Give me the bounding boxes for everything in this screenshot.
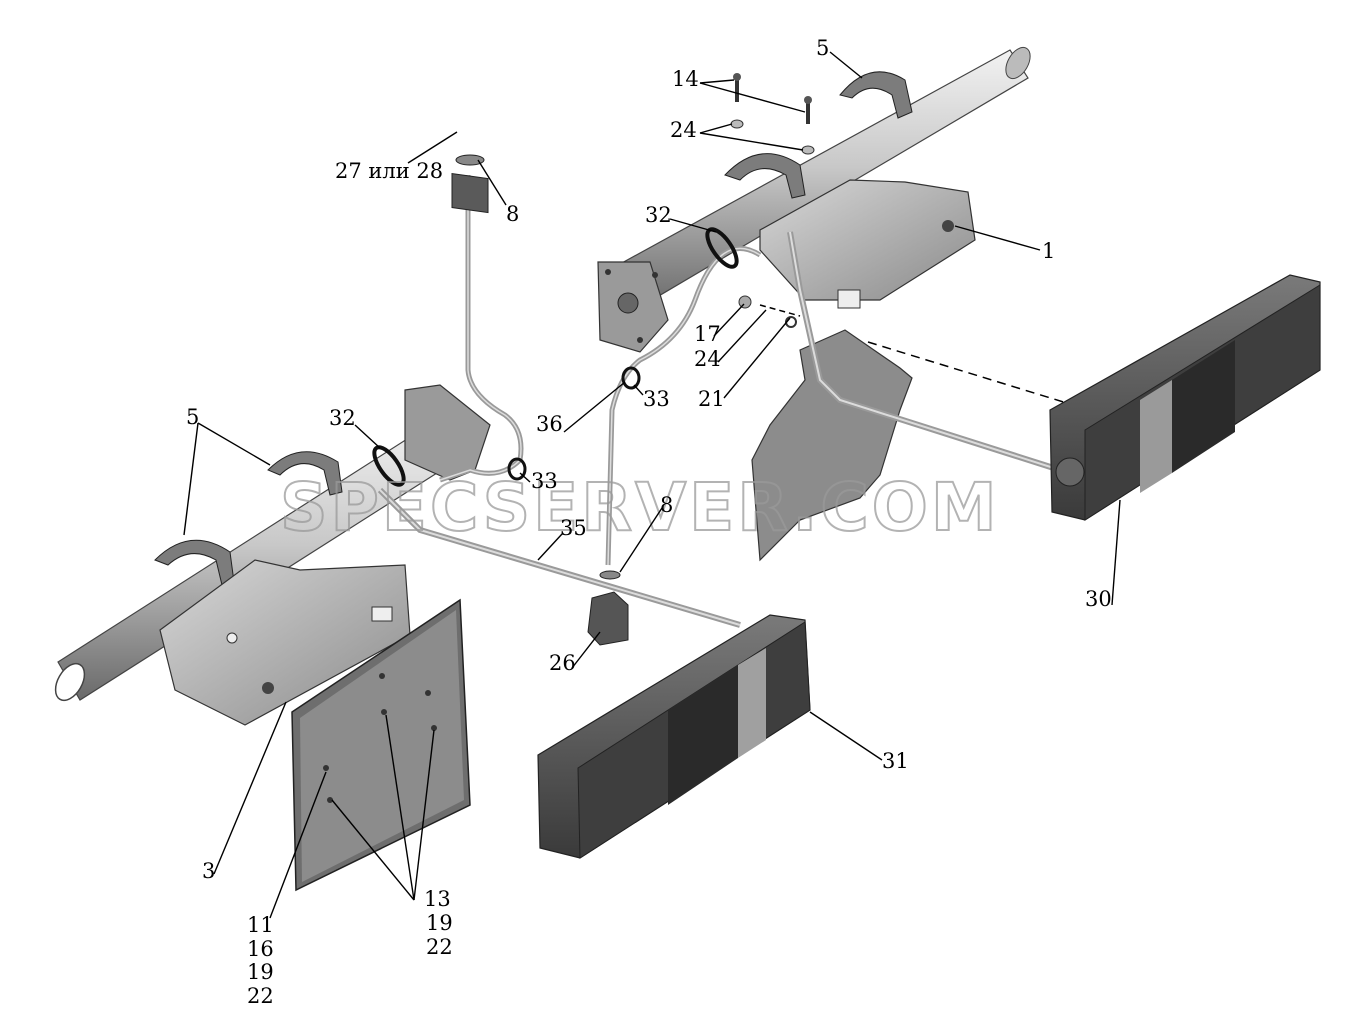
label-11: 11: [247, 913, 274, 937]
label-22-b: 22: [247, 984, 274, 1008]
watermark: SPECSERVER.COM: [280, 469, 1000, 546]
left-tube-flange: [404, 384, 491, 481]
label-1: 1: [1042, 239, 1055, 263]
label-31: 31: [882, 749, 909, 773]
label-14: 14: [672, 67, 699, 91]
right-mudflap: [751, 329, 913, 562]
label-33-left: 33: [531, 469, 558, 493]
dashed-mount-line: [759, 304, 1071, 405]
left-tail-lamp: [537, 614, 811, 859]
label-36: 36: [536, 412, 563, 436]
right-bracket: [759, 179, 976, 309]
label-17: 17: [694, 322, 721, 346]
label-32-left: 32: [329, 406, 356, 430]
right-washers: [738, 295, 797, 328]
right-clamp-top: [839, 71, 913, 119]
leader-lines: [183, 51, 1121, 919]
label-5-top: 5: [816, 36, 829, 60]
top-bolts: [730, 73, 815, 155]
label-35: 35: [560, 516, 587, 540]
label-27-28: 27 или 28: [335, 159, 443, 183]
label-3: 3: [202, 859, 215, 883]
label-19-b: 19: [247, 960, 274, 984]
label-19-a: 19: [426, 911, 453, 935]
label-24-mid: 24: [694, 347, 721, 371]
label-33-right: 33: [643, 387, 670, 411]
label-5-left: 5: [186, 405, 199, 429]
license-plate: [291, 598, 471, 892]
connector-26: [587, 570, 629, 646]
label-21: 21: [698, 387, 725, 411]
label-32-right: 32: [645, 203, 672, 227]
label-30: 30: [1085, 587, 1112, 611]
right-tail-lamp: [1049, 274, 1321, 521]
label-8-top: 8: [506, 202, 519, 226]
right-clamp-mid: [724, 153, 806, 199]
right-tube-flange: [597, 261, 669, 353]
label-24-top: 24: [670, 118, 697, 142]
callout-labels: 14 5 24 27 или 28 8 32 1 17 24 21 33 36 …: [186, 36, 1112, 1008]
connector-27-28: [451, 154, 489, 214]
label-8-bottom: 8: [660, 493, 673, 517]
left-bracket: [159, 559, 411, 726]
label-22-a: 22: [426, 935, 453, 959]
label-26: 26: [549, 651, 576, 675]
left-harness-wire: [377, 175, 741, 628]
left-clamp-top: [267, 451, 343, 496]
label-16: 16: [247, 937, 274, 961]
label-13: 13: [424, 887, 451, 911]
grommets: [372, 227, 739, 487]
